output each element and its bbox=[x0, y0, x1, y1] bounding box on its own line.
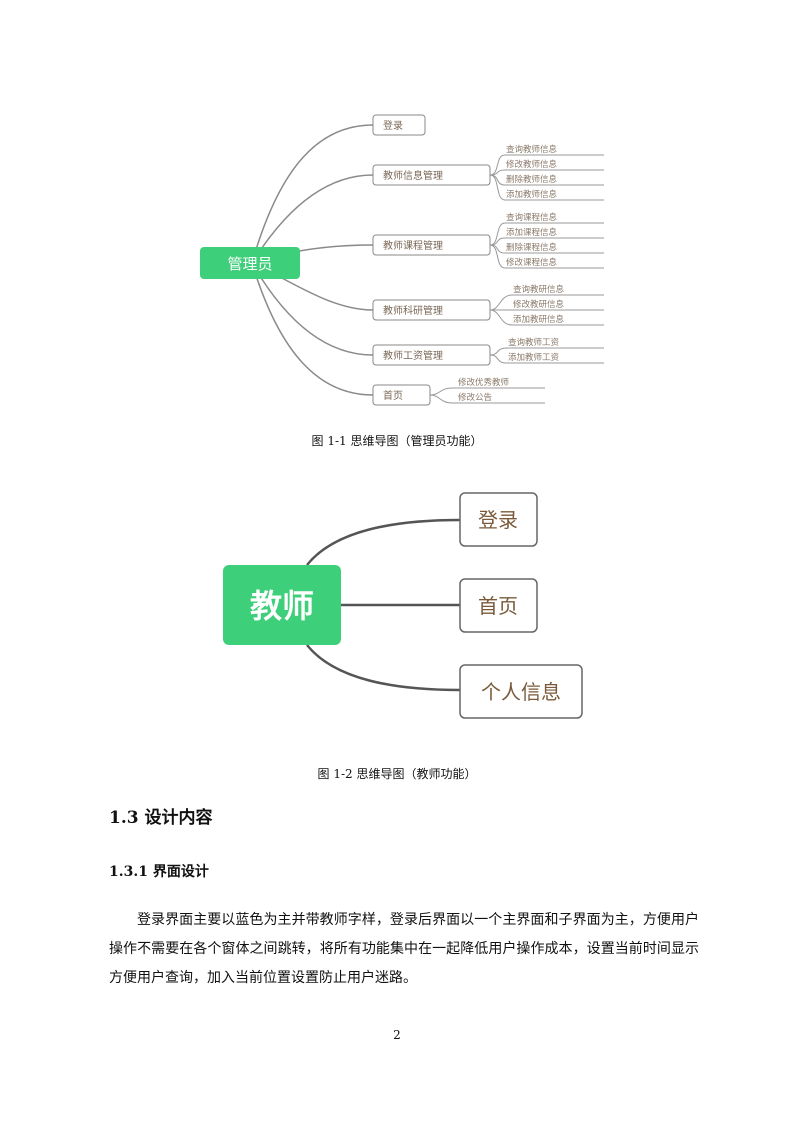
admin-root-node bbox=[200, 247, 300, 279]
mindmap-teacher-canvas: 教师 登录 首页 个人信息 bbox=[223, 492, 583, 719]
admin-leaf: 修改教研信息 bbox=[513, 299, 565, 310]
page-number: 2 bbox=[393, 1028, 401, 1042]
admin-branch-login: 登录 bbox=[383, 119, 403, 132]
admin-leaf: 删除课程信息 bbox=[506, 242, 558, 253]
admin-leaf: 查询教师信息 bbox=[506, 144, 558, 155]
admin-leaf: 修改公告 bbox=[458, 392, 492, 403]
teacher-branch-home: 首页 bbox=[478, 594, 518, 618]
mindmap-teacher: 教师 登录 首页 个人信息 bbox=[215, 485, 595, 730]
admin-leaf: 修改优秀教师 bbox=[458, 377, 510, 388]
teacher-root-node bbox=[223, 565, 341, 645]
subsection-heading: 1.3.1 界面设计 bbox=[109, 864, 209, 880]
admin-leaf: 添加教师工资 bbox=[508, 352, 560, 363]
section-heading: 1.3 设计内容 bbox=[109, 808, 213, 828]
admin-root-label: 管理员 bbox=[227, 255, 272, 273]
teacher-root-label: 教师 bbox=[250, 587, 314, 625]
admin-leaf: 删除教师信息 bbox=[506, 174, 558, 185]
admin-branch-teacher-info: 教师信息管理 bbox=[383, 169, 443, 182]
admin-branch-salary: 教师工资管理 bbox=[383, 349, 443, 362]
admin-branch-course: 教师课程管理 bbox=[383, 239, 443, 252]
admin-leaf: 查询教研信息 bbox=[513, 284, 565, 295]
admin-leaf: 添加教师信息 bbox=[506, 189, 558, 200]
body-paragraph: 登录界面主要以蓝色为主并带教师字样，登录后界面以一个主界面和子界面为主，方便用户… bbox=[109, 912, 699, 986]
admin-leaf: 查询教师工资 bbox=[508, 337, 560, 348]
teacher-branch-profile: 个人信息 bbox=[481, 680, 561, 704]
admin-leaf: 添加教研信息 bbox=[513, 314, 565, 325]
mindmap-admin-canvas: 管理员 登录 教师信息管理 教师课程管理 教师科研管理 教师工资管理 首页 查询… bbox=[200, 114, 604, 406]
figure2-caption: 图 1-2 思维导图（教师功能） bbox=[317, 767, 477, 781]
admin-leaf: 修改教师信息 bbox=[506, 159, 558, 170]
mindmap-admin: 管理员 登录 教师信息管理 教师课程管理 教师科研管理 教师工资管理 首页 查询… bbox=[190, 105, 620, 425]
admin-branch-research: 教师科研管理 bbox=[383, 304, 443, 317]
admin-leaf: 查询课程信息 bbox=[506, 212, 558, 223]
teacher-branch-login: 登录 bbox=[478, 508, 518, 532]
admin-leaf: 添加课程信息 bbox=[506, 227, 558, 238]
figure1-caption: 图 1-1 思维导图（管理员功能） bbox=[311, 434, 483, 448]
admin-branch-home: 首页 bbox=[383, 389, 403, 402]
admin-leaf: 修改课程信息 bbox=[506, 257, 558, 268]
